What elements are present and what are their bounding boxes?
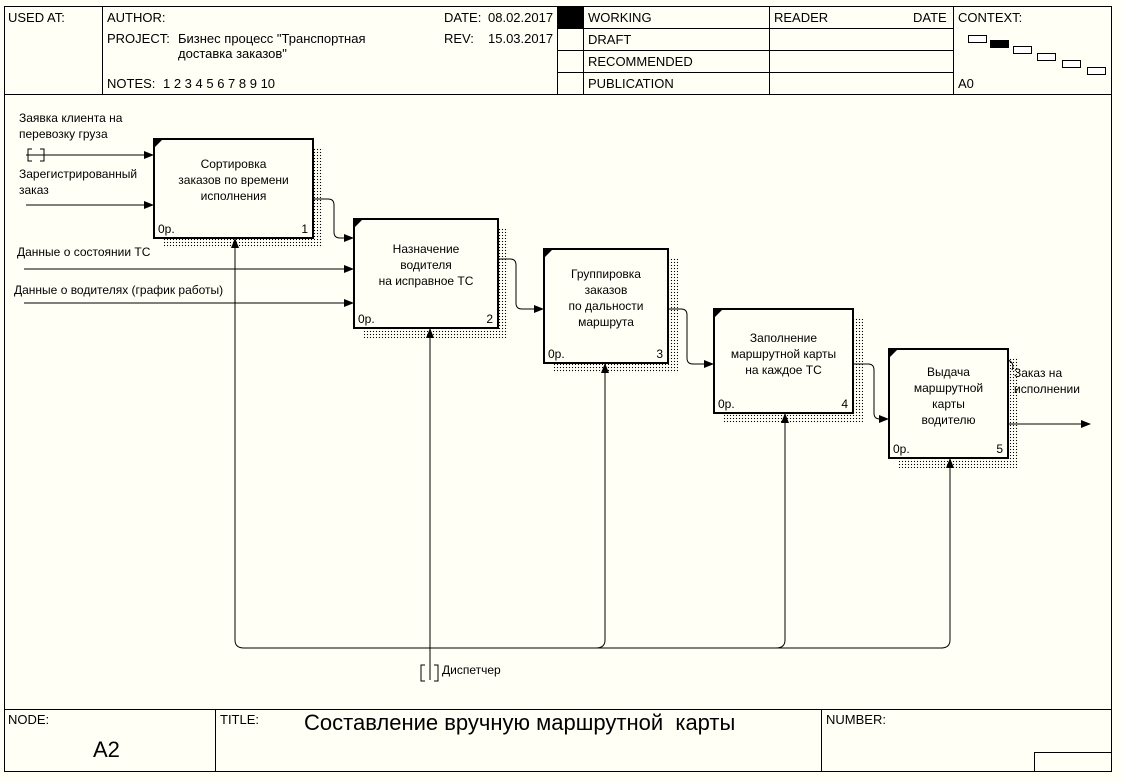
used-at-label: USED AT: <box>8 10 65 25</box>
link-3-4 <box>668 308 714 368</box>
status-publication: PUBLICATION <box>588 76 674 91</box>
input-label-4: Данные о водителях (график работы) <box>14 283 224 297</box>
number-label: NUMBER: <box>826 712 886 727</box>
context-label: CONTEXT: <box>958 10 1023 25</box>
diagram-title: Составление вручную маршрутной карты <box>304 710 736 735</box>
status-recommended: RECOMMENDED <box>588 54 693 69</box>
status-draft: DRAFT <box>588 32 632 47</box>
activity-number: 2 <box>486 312 493 326</box>
activity-title: Сортировка заказов по времени исполнения <box>178 157 289 203</box>
link-2-3 <box>498 258 544 313</box>
project-label: PROJECT: <box>107 31 170 46</box>
node-label: NODE: <box>8 712 50 727</box>
node-value: A2 <box>93 737 120 762</box>
input-label-2: Зарегистрированный заказ <box>19 167 138 197</box>
activity-number: 5 <box>996 442 1003 456</box>
mechanism-label: Диспетчер <box>442 663 501 677</box>
output-label: Заказ на исполнении <box>1014 366 1080 396</box>
date-label: DATE: <box>444 10 482 25</box>
input-label-3: Данные о состоянии ТС <box>17 245 151 259</box>
footer-corner-cell <box>1034 752 1112 772</box>
mechanism-to-4 <box>775 413 789 649</box>
author-label: AUTHOR: <box>107 10 166 25</box>
activity-title: Группировка заказов по дальности маршрут… <box>568 267 644 329</box>
date-value: 08.02.2017 <box>488 10 554 25</box>
notes-value: 1 2 3 4 5 6 7 8 9 10 <box>163 76 276 91</box>
activity-number: 4 <box>841 397 848 411</box>
title-label: TITLE: <box>220 712 260 727</box>
activity-title: Выдача маршрутной карты водителю <box>913 365 984 427</box>
mechanism-to-1 <box>231 238 245 649</box>
mechanism-to-3 <box>595 363 609 649</box>
mechanism-to-5 <box>940 458 954 649</box>
activity-cost: 0р. <box>358 312 375 326</box>
link-4-5 <box>853 363 889 423</box>
working-status-marker <box>558 7 583 28</box>
input-label-1: Заявка клиента на перевозку груза <box>19 111 123 141</box>
activity-cost: 0р. <box>158 222 175 236</box>
context-node: A0 <box>958 76 974 91</box>
notes-label: NOTES: <box>107 76 156 91</box>
activity-title: Назначение водителя на исправное ТС <box>378 242 474 288</box>
reader-date-label: DATE <box>913 10 947 25</box>
activity-cost: 0р. <box>718 397 735 411</box>
project-value: Бизнес процесс "Транспортная доставка за… <box>178 31 366 61</box>
activity-number: 3 <box>656 347 663 361</box>
activity-cost: 0р. <box>893 442 910 456</box>
link-1-2 <box>313 198 354 242</box>
activity-title: Заполнение маршрутной карты на каждое ТС <box>730 331 837 377</box>
diagram-frame <box>4 6 1112 772</box>
status-working: WORKING <box>588 10 652 25</box>
activity-number: 1 <box>301 222 308 236</box>
reader-label: READER <box>774 10 829 25</box>
activity-cost: 0р. <box>548 347 565 361</box>
rev-label: REV: <box>444 31 474 46</box>
rev-value: 15.03.2017 <box>488 31 554 46</box>
